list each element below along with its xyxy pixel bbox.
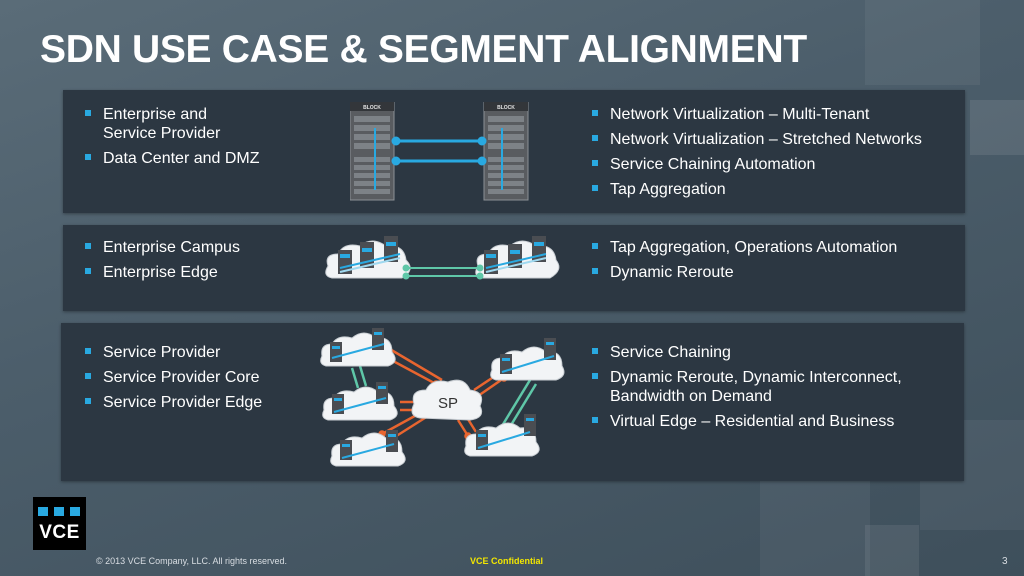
cloud-interconnects — [402, 264, 484, 280]
service-provider-network-illustration: SP — [320, 328, 565, 467]
edge-cloud-top-right — [490, 338, 565, 381]
segment-item: Service Provider Core — [81, 368, 321, 387]
use-case-item: Virtual Edge – Residential and Business — [588, 412, 958, 431]
rack-label: BLOCK — [497, 105, 515, 111]
page-number: 3 — [1002, 556, 1008, 567]
use-case-item: Tap Aggregation, Operations Automation — [588, 238, 958, 257]
slide-title: SDN USE CASE & SEGMENT ALIGNMENT — [40, 28, 807, 71]
logo-text: VCE — [39, 522, 80, 543]
footer-copyright: © 2013 VCE Company, LLC. All rights rese… — [96, 556, 288, 566]
segment-item: Enterprise Edge — [81, 263, 321, 282]
edge-cloud-mid-left — [322, 382, 398, 421]
logo-square — [70, 507, 80, 516]
segment-item: Service Provider — [81, 343, 321, 362]
sp-cloud-label: SP — [438, 395, 458, 412]
use-case-item: Network Virtualization – Stretched Netwo… — [588, 130, 958, 149]
bg-square — [865, 0, 980, 85]
rack-label: BLOCK — [363, 105, 381, 111]
rack-interconnects — [391, 136, 487, 166]
segment-item: Enterprise and Service Provider — [81, 105, 321, 143]
segment-list-service-provider: Service Provider Service Provider Core S… — [81, 343, 321, 418]
segment-item: Data Center and DMZ — [81, 149, 321, 168]
use-case-item: Service Chaining Automation — [588, 155, 958, 174]
footer-confidential: VCE Confidential — [470, 556, 544, 566]
use-case-list-enterprise: Tap Aggregation, Operations Automation D… — [588, 238, 958, 288]
edge-links — [350, 365, 538, 431]
logo-square — [54, 507, 64, 516]
use-case-item: Network Virtualization – Multi-Tenant — [588, 105, 958, 124]
edge-cloud-bottom-right — [464, 414, 540, 457]
bg-square — [970, 100, 1024, 155]
use-case-list-data-center: Network Virtualization – Multi-Tenant Ne… — [588, 105, 958, 205]
segment-item: Service Provider Edge — [81, 393, 321, 412]
segment-item: Enterprise Campus — [81, 238, 321, 257]
cloud-right — [475, 236, 560, 279]
sp-cloud: SP — [411, 379, 483, 421]
use-case-item: Tap Aggregation — [588, 180, 958, 199]
rack-servers-illustration: BLOCK BLOCK — [350, 102, 529, 201]
use-case-list-service-provider: Service Chaining Dynamic Reroute, Dynami… — [588, 343, 958, 437]
segment-list-data-center: Enterprise and Service Provider Data Cen… — [81, 105, 321, 174]
use-case-item: Dynamic Reroute — [588, 263, 958, 282]
edge-cloud-bottom-left — [330, 430, 406, 467]
vce-logo: VCE — [33, 497, 86, 550]
logo-square — [38, 507, 48, 516]
use-case-item: Service Chaining — [588, 343, 958, 362]
enterprise-clouds-illustration — [325, 236, 560, 280]
bg-square — [760, 470, 870, 576]
segment-list-enterprise: Enterprise Campus Enterprise Edge — [81, 238, 321, 288]
rack-right: BLOCK — [483, 102, 529, 201]
edge-cloud-top-left — [320, 328, 396, 367]
rack-left: BLOCK — [350, 102, 395, 201]
cloud-left — [325, 236, 411, 279]
bg-square — [865, 525, 919, 576]
use-case-item: Dynamic Reroute, Dynamic Interconnect, B… — [588, 368, 958, 406]
